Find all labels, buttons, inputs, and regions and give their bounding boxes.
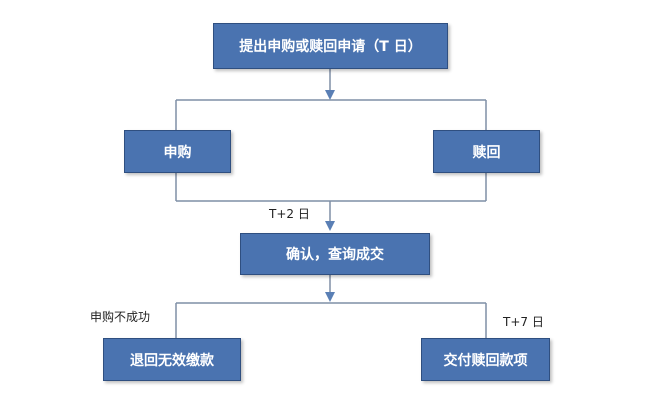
subscribe-box: 申购 xyxy=(124,130,231,173)
t-plus-2-label: T+2 日 xyxy=(269,207,310,221)
t-plus-7-label: T+7 日 xyxy=(503,315,544,329)
deliver-redemption-box: 交付赎回款项 xyxy=(421,338,550,381)
confirm-box: 确认，查询成交 xyxy=(240,233,430,275)
refund-invalid-payment-box: 退回无效缴款 xyxy=(103,338,241,381)
redeem-box: 赎回 xyxy=(433,130,540,173)
subscription-failed-label: 申购不成功 xyxy=(90,310,151,324)
submit-request-box: 提出申购或赎回申请（T 日） xyxy=(213,23,448,69)
